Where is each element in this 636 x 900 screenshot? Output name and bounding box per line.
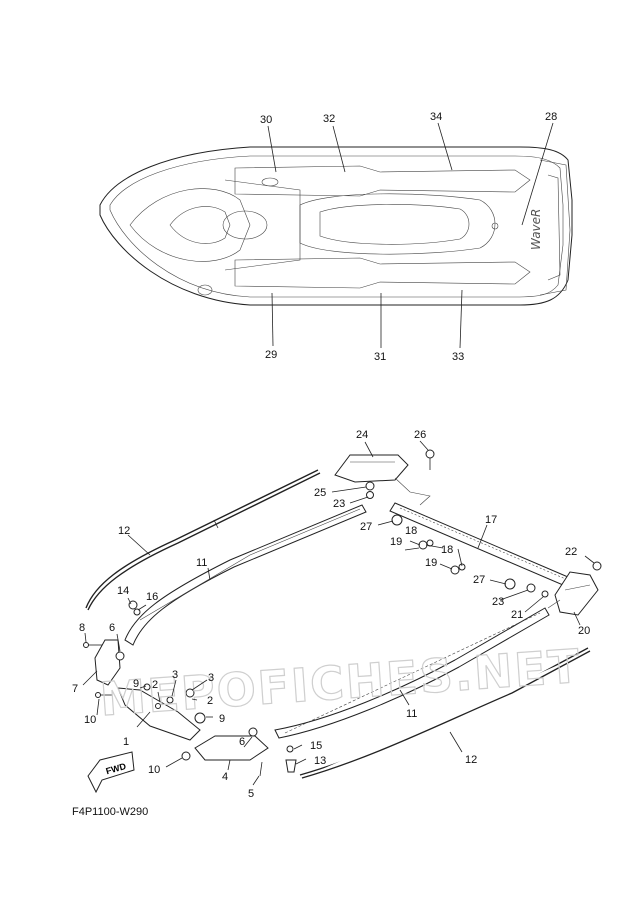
callout-28: 28 [545, 111, 557, 123]
svg-text:WaveR: WaveR [529, 209, 543, 250]
exploded-callouts: 12 11 24 26 25 23 27 17 18 19 18 19 27 2… [72, 429, 590, 800]
callout-31: 31 [374, 351, 386, 363]
callout-3-left: 3 [172, 669, 178, 681]
callout-3-right: 3 [208, 672, 214, 684]
callout-34: 34 [430, 111, 442, 123]
callout-4: 4 [222, 771, 228, 783]
callout-33: 33 [452, 351, 464, 363]
callout-10-lower: 10 [148, 764, 160, 776]
callout-6-right: 6 [239, 736, 245, 748]
callout-16: 16 [146, 591, 158, 603]
callout-25: 25 [314, 487, 326, 499]
callout-17: 17 [485, 514, 497, 526]
callout-9-left: 9 [133, 678, 139, 690]
callout-2-left: 2 [152, 679, 158, 691]
exploded-parts [83, 449, 602, 779]
callout-23-lower: 23 [492, 596, 504, 608]
callout-29: 29 [265, 349, 277, 361]
callout-21: 21 [511, 609, 523, 621]
top-view-callouts: 30 32 34 28 29 31 33 [260, 111, 557, 363]
callout-5: 5 [248, 788, 254, 800]
callout-11-lower: 11 [406, 708, 417, 720]
watercraft-top-view: WaveR [99, 146, 573, 306]
callout-12-upper: 12 [118, 525, 130, 537]
callout-19-upper: 19 [390, 536, 402, 548]
callout-24: 24 [356, 429, 368, 441]
callout-15: 15 [310, 740, 322, 752]
callout-18-lower: 18 [441, 544, 453, 556]
callout-10-upper: 10 [84, 714, 96, 726]
fasteners [83, 449, 602, 777]
callout-1: 1 [123, 736, 129, 748]
callout-13: 13 [314, 755, 326, 767]
callout-32: 32 [323, 113, 335, 125]
callout-27-lower: 27 [473, 574, 485, 586]
leader-lines [82, 440, 595, 786]
callout-26: 26 [414, 429, 426, 441]
callout-2-right: 2 [207, 695, 213, 707]
callout-30: 30 [260, 114, 272, 126]
callout-12-lower: 12 [465, 754, 477, 766]
callout-11-upper: 11 [196, 557, 207, 569]
callout-20: 20 [578, 625, 590, 637]
callout-6-left: 6 [109, 622, 115, 634]
callout-19-lower: 19 [425, 557, 437, 569]
fwd-arrow-icon: FWD [87, 751, 135, 794]
callout-27-upper: 27 [360, 521, 372, 533]
callout-14: 14 [117, 585, 129, 597]
callout-22: 22 [565, 546, 577, 558]
callout-7: 7 [72, 683, 78, 695]
callout-23-upper: 23 [333, 498, 345, 510]
callout-8: 8 [79, 622, 85, 634]
callout-9-right: 9 [219, 713, 225, 725]
callout-18-upper: 18 [405, 525, 417, 537]
diagram-code: F4P1100-W290 [72, 806, 149, 818]
